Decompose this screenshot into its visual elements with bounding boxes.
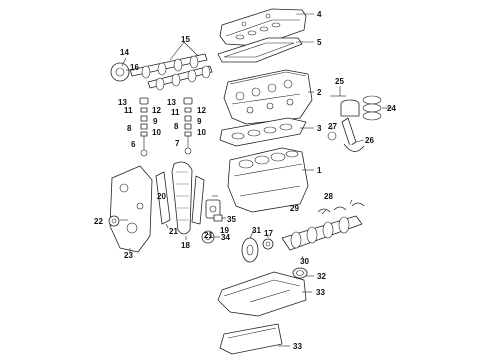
timing-chain — [171, 161, 193, 235]
callout-33b: 33 — [293, 342, 302, 351]
callout-labels: 4 5 2 3 1 15 14 16 25 24 26 27 13 11 12 … — [94, 10, 396, 351]
lower-oil-pan — [219, 323, 283, 355]
callout-34: 34 — [221, 233, 230, 242]
callout-33a: 33 — [316, 288, 325, 297]
callout-6: 6 — [131, 140, 136, 149]
rear-seal — [292, 267, 308, 279]
camshafts — [129, 53, 213, 91]
callout-29: 29 — [290, 204, 299, 213]
callout-21b: 21 — [204, 231, 213, 240]
callout-18: 18 — [181, 241, 190, 250]
callout-3: 3 — [317, 124, 322, 133]
callout-17: 17 — [264, 229, 273, 238]
crankshaft — [281, 215, 363, 251]
upper-oil-pan — [217, 271, 307, 317]
callout-8a: 8 — [127, 124, 132, 133]
callout-25: 25 — [335, 77, 344, 86]
callout-7: 7 — [175, 139, 180, 148]
bolt-35 — [213, 214, 223, 222]
head-gasket — [219, 117, 307, 147]
main-bearings — [317, 202, 365, 213]
callout-20: 20 — [157, 192, 166, 201]
cylinder-head — [223, 69, 313, 125]
callout-4: 4 — [317, 10, 322, 19]
engine-block — [227, 147, 309, 213]
callout-24: 24 — [387, 104, 396, 113]
callout-13b: 13 — [167, 98, 176, 107]
callout-12a: 12 — [152, 106, 161, 115]
cam-sprocket — [110, 62, 130, 82]
callout-26: 26 — [365, 136, 374, 145]
callout-30: 30 — [300, 257, 309, 266]
chain-tensioner-21 — [191, 175, 205, 225]
callout-22: 22 — [94, 217, 103, 226]
callout-10b: 10 — [197, 128, 206, 137]
crank-pulley — [241, 237, 259, 263]
callout-2: 2 — [317, 88, 322, 97]
valve-train-right — [183, 97, 193, 155]
callout-15: 15 — [181, 35, 190, 44]
callout-21a: 21 — [169, 227, 178, 236]
callout-35: 35 — [227, 215, 236, 224]
crank-seal — [262, 238, 274, 250]
callout-14: 14 — [120, 48, 129, 57]
leader-lines — [120, 13, 392, 347]
callout-9a: 9 — [153, 117, 158, 126]
front-seal — [108, 215, 120, 227]
callout-8b: 8 — [174, 122, 179, 131]
callout-16: 16 — [130, 63, 139, 72]
valve-train-left — [139, 97, 149, 157]
callout-11b: 11 — [171, 108, 180, 117]
callout-1: 1 — [317, 166, 322, 175]
callout-32: 32 — [317, 272, 326, 281]
valve-cover-gasket — [217, 37, 303, 63]
valve-cover — [219, 8, 307, 47]
timing-cover — [109, 165, 153, 253]
callout-28: 28 — [324, 192, 333, 201]
callout-5: 5 — [317, 38, 322, 47]
callout-13a: 13 — [118, 98, 127, 107]
piston-assembly — [327, 95, 382, 152]
callout-11a: 11 — [124, 106, 133, 115]
callout-27: 27 — [328, 122, 337, 131]
callout-31: 31 — [252, 226, 261, 235]
chain-guide-20 — [155, 171, 171, 225]
callout-23: 23 — [124, 251, 133, 260]
tensioner-19 — [205, 199, 221, 219]
callout-10a: 10 — [152, 128, 161, 137]
callout-19: 19 — [220, 226, 229, 235]
callout-12b: 12 — [197, 106, 206, 115]
callout-9b: 9 — [197, 117, 202, 126]
